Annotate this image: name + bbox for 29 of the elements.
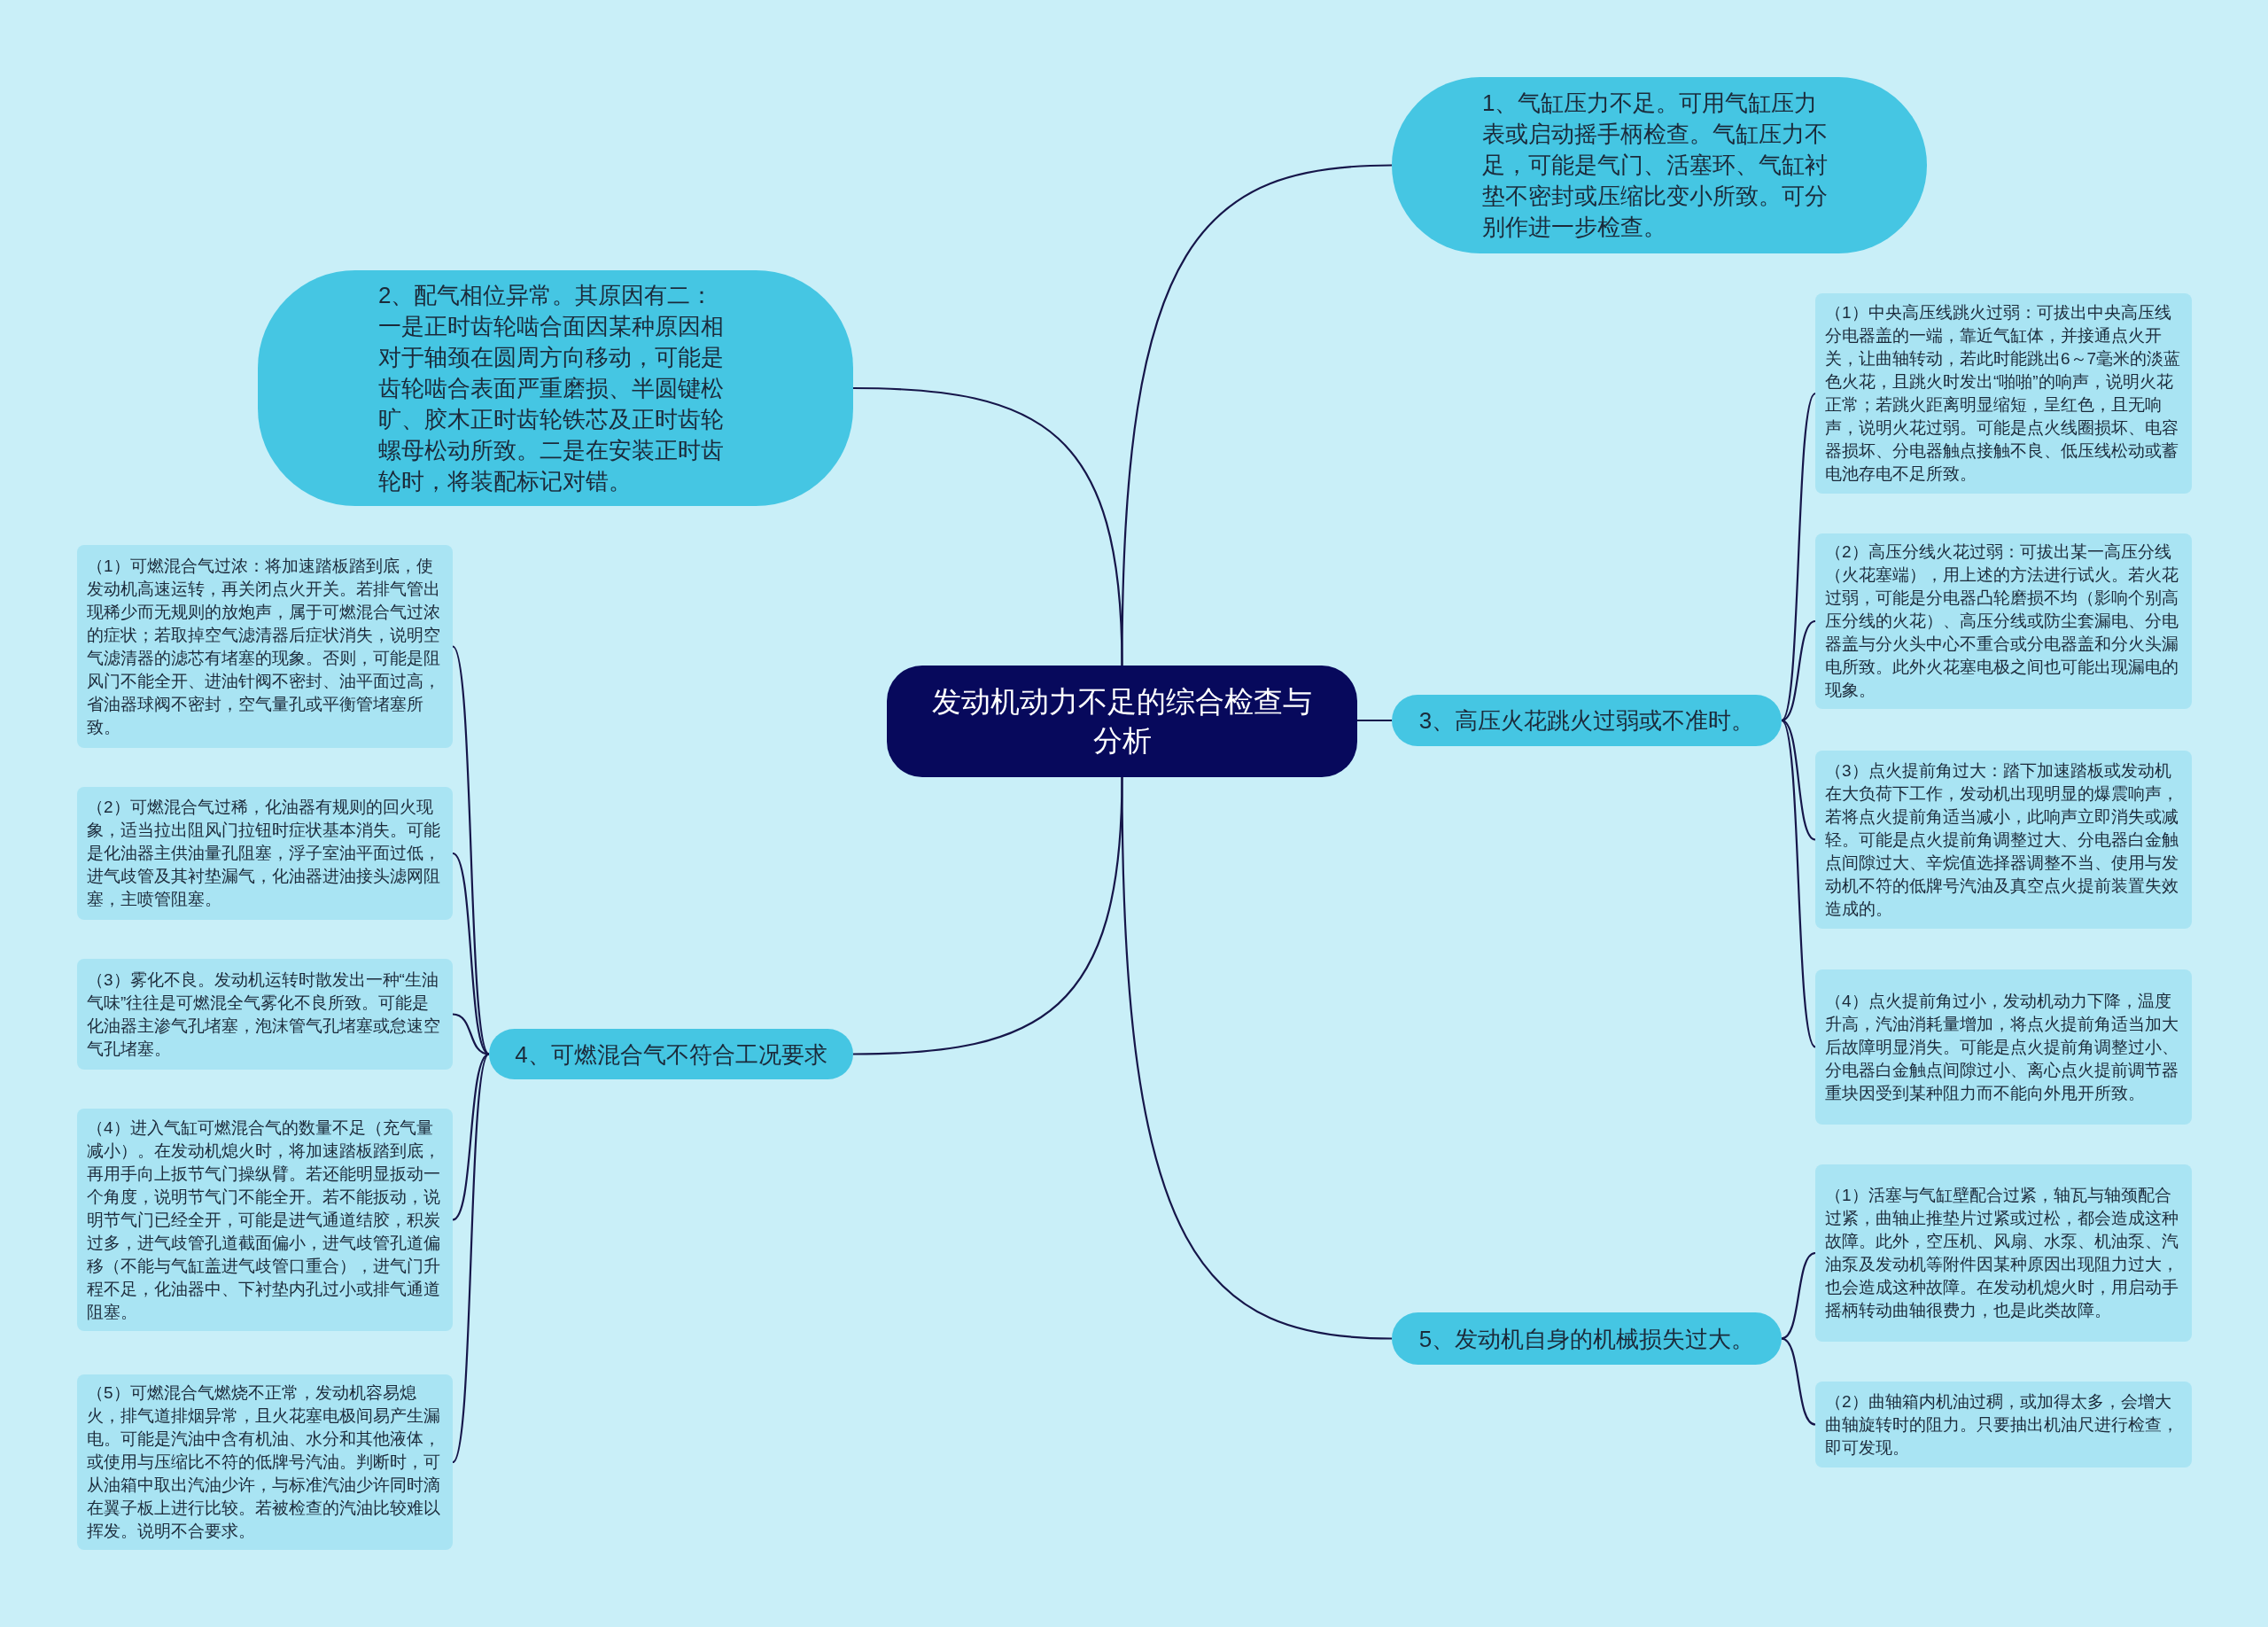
- detail-box: （1）活塞与气缸壁配合过紧，轴瓦与轴颈配合过紧，曲轴止推垫片过紧或过松，都会造成这种故障。此外，空压机、风扇、水泵、机油泵、汽油泵及发动机等附件因某种原因出现阻力过大，也会造成这种故障。在发动机熄火时，用启动手摇柄转动曲轴很费力，也是此类故障。: [1815, 1164, 2192, 1342]
- connector-line: [452, 1053, 490, 1463]
- detail-box: （2）高压分线火花过弱：可拔出某一高压分线（火花塞端），用上述的方法进行试火。若火花过弱，可能是分电器凸轮磨损不均（影响个别高压分线的火花）、高压分线或防尘套漏电、分电器盖与分火头中心不重合或分电器盖和分火头漏电所致。此外火花塞电极之间也可能出现漏电的现象。: [1815, 533, 2192, 709]
- detail-box: （3）雾化不良。发动机运转时散发出一种“生油气味”往往是可燃混全气雾化不良所致。可能是化油器主渗气孔堵塞，泡沫管气孔堵塞或怠速空气孔堵塞。: [77, 959, 453, 1070]
- connector-line: [1121, 777, 1393, 1340]
- connector-line: [852, 386, 1123, 666]
- branch-box: 1、气缸压力不足。可用气缸压力表或启动摇手柄检查。气缸压力不足，可能是气门、活塞环、气缸衬垫不密封或压缩比变小所致。可分别作进一步检查。: [1392, 77, 1927, 253]
- connector-line: [1357, 719, 1392, 722]
- connector-line: [1781, 720, 1816, 1048]
- connector-line: [452, 1053, 490, 1221]
- detail-box: （1）中央高压线跳火过弱：可拔出中央高压线分电器盖的一端，靠近气缸体，并接通点火开关，让曲轴转动，若此时能跳出6～7毫米的淡蓝色火花，且跳火时发出“啪啪”的响声，说明火花正常；若跳火距离明显缩短，呈红色，且无响声，说明火花过弱。可能是点火线圈损坏、电容器损坏、分电器触点接触不良、低压线松动或蓄电池存电不足所致。: [1815, 293, 2192, 494]
- detail-box: （4）点火提前角过小，发动机动力下降，温度升高，汽油消耗量增加，将点火提前角适当加大后故障明显消失。可能是点火提前角调整过小、分电器白金触点间隙过小、离心点火提前调节器重块因受到某种阻力而不能向外甩开所致。: [1815, 969, 2192, 1125]
- detail-box: （2）可燃混合气过稀，化油器有规则的回火现象，适当拉出阻风门拉钮时症状基本消失。可能是化油器主供油量孔阻塞，浮子室油平面过低，进气歧管及其衬垫漏气，化油器进油接头滤网阻塞，主喷管阻塞。: [77, 787, 453, 920]
- connector-line: [1781, 1337, 1816, 1426]
- connector-line: [1781, 1251, 1816, 1340]
- connector-line: [1781, 620, 1816, 721]
- branch-box: 3、高压火花跳火过弱或不准时。: [1392, 695, 1782, 746]
- detail-box: （1）可燃混合气过浓：将加速踏板踏到底，使发动机高速运转，再关闭点火开关。若排气管出现稀少而无规则的放炮声，属于可燃混合气过浓的症状；若取掉空气滤清器后症状消失，说明空气滤清器的滤芯有堵塞的现象。否则，可能是阻风门不能全开、进油针阀不密封、油平面过高，省油器球阀不密封，空气量孔或平衡管堵塞所致。: [77, 545, 453, 748]
- connector-line: [452, 1013, 490, 1055]
- detail-box: （3）点火提前角过大：踏下加速踏板或发动机在大负荷下工作，发动机出现明显的爆震响声，若将点火提前角适当减小，此响声立即消失或减轻。可能是点火提前角调整过大、分电器白金触点间隙过大、辛烷值选择器调整不当、使用与发动机不符的低牌号汽油及真空点火提前装置失效造成的。: [1815, 751, 2192, 929]
- connector-line: [1781, 720, 1816, 841]
- detail-box: （5）可燃混合气燃烧不正常，发动机容易熄火，排气道排烟异常，且火花塞电极间易产生漏电。可能是汽油中含有机油、水分和其他液体，或使用与压缩比不符的低牌号汽油。判断时，可从油箱中取出汽油少许，与标准汽油少许同时滴在翼子板上进行比较。若被检查的汽油比较难以挥发。说明不合要求。: [77, 1374, 453, 1550]
- topic-box: 发动机动力不足的综合检查与分析: [887, 666, 1357, 777]
- branch-box: 2、配气相位异常。其原因有二：一是正时齿轮啮合面因某种原因相对于轴颈在圆周方向移动，可能是齿轮啮合表面严重磨损、半圆键松旷、胶木正时齿轮铁芯及正时齿轮螺母松动所致。二是在安装正时齿轮时，将装配标记对错。: [258, 270, 853, 506]
- connector-line: [1781, 393, 1816, 721]
- branch-box: 4、可燃混合气不符合工况要求: [489, 1029, 853, 1079]
- detail-box: （4）进入气缸可燃混合气的数量不足（充气量减小）。在发动机熄火时，将加速踏板踏到底，再用手向上扳节气门操纵臂。若还能明显扳动一个角度，说明节气门不能全开。若不能扳动，说明节气门已经全开，可能是进气通道结胶，积炭过多，进气歧管孔道截面偏小，进气歧管孔道偏移（不能与气缸盖进气歧管口重合），进气门升程不足，化油器中、下衬垫内孔过小或排气通道阻塞。: [77, 1109, 453, 1331]
- branch-box: 5、发动机自身的机械损失过大。: [1392, 1312, 1782, 1365]
- detail-box: （2）曲轴箱内机油过稠，或加得太多，会增大曲轴旋转时的阻力。只要抽出机油尺进行检查，即可发现。: [1815, 1382, 2192, 1467]
